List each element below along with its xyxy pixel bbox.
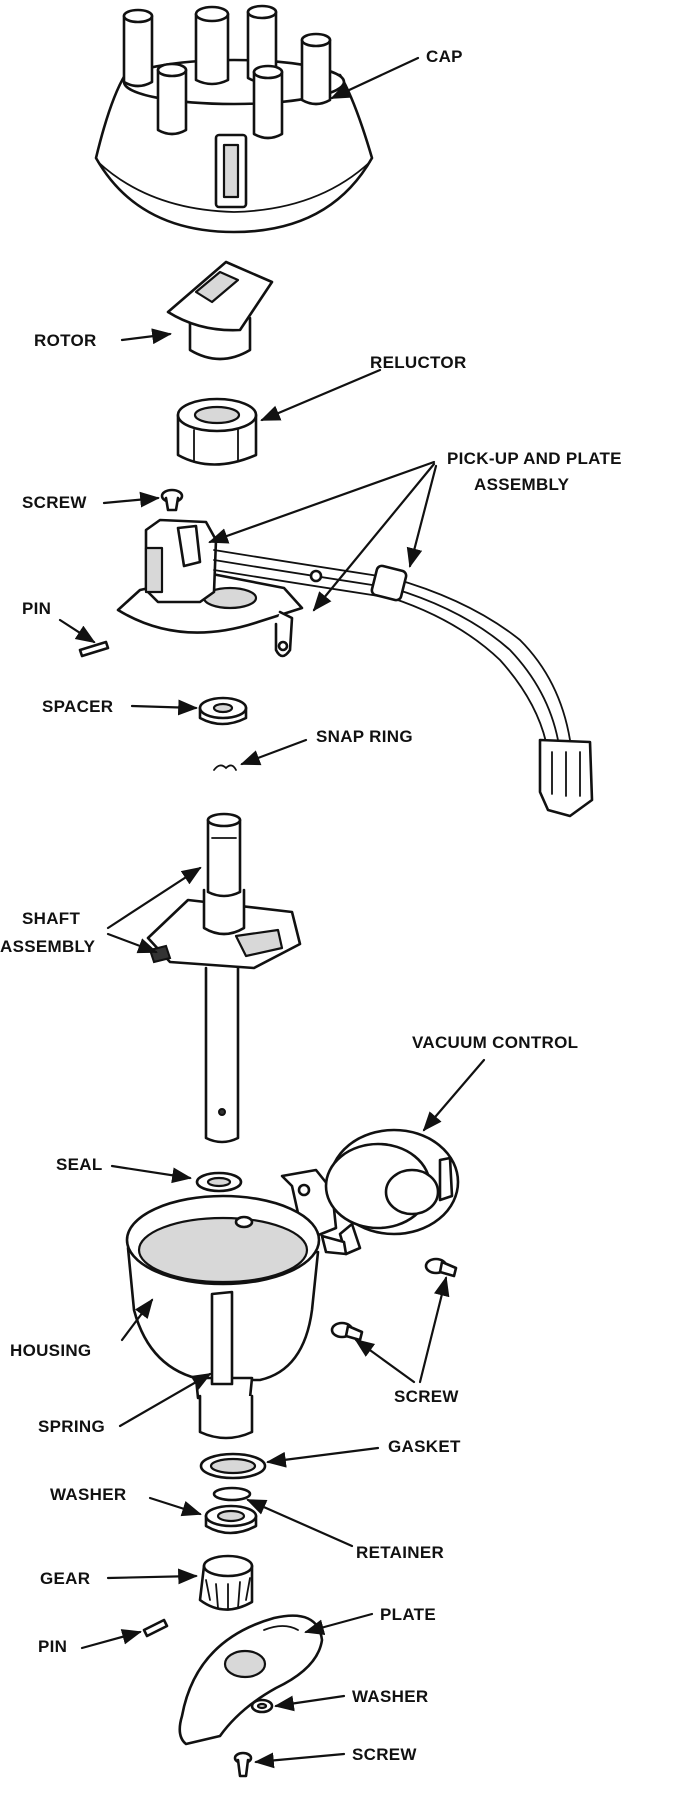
- plate-leader: [304, 1612, 374, 1635]
- rotor-leader: [120, 328, 172, 345]
- label-screw-bottom: SCREW: [352, 1745, 417, 1764]
- label-plate: PLATE: [380, 1605, 436, 1624]
- housing-leader: [120, 1298, 154, 1342]
- pickup-and-plate-assembly: [116, 518, 594, 818]
- label-seal: SEAL: [56, 1155, 103, 1174]
- screw-top-leader: [102, 491, 160, 508]
- pin-bottom: [142, 1618, 169, 1638]
- screw-bottom: [233, 1751, 253, 1778]
- spacer-leader: [130, 699, 198, 716]
- shaft-leader-2: [106, 932, 158, 954]
- label-gear: GEAR: [40, 1569, 90, 1588]
- vacuum-control: [280, 1128, 460, 1256]
- retainer-leader: [246, 1498, 354, 1548]
- screws-vacuum-mount: [330, 1257, 458, 1342]
- label-pickup-line1: PICK-UP AND PLATE: [447, 449, 622, 468]
- plate: [178, 1614, 324, 1746]
- cap-towers: [122, 4, 332, 140]
- label-spacer: SPACER: [42, 697, 113, 716]
- label-gasket: GASKET: [388, 1437, 461, 1456]
- pin-top-leader: [58, 618, 96, 644]
- gear-leader: [106, 1568, 198, 1585]
- label-retainer: RETAINER: [356, 1543, 444, 1562]
- pin-top: [78, 640, 110, 658]
- pickup-leader-1: [208, 460, 436, 544]
- washer-bottom-leader: [274, 1694, 346, 1712]
- washer-bottom: [250, 1698, 274, 1714]
- label-screw-top: SCREW: [22, 493, 87, 512]
- label-washer-top: WASHER: [50, 1485, 126, 1504]
- label-cap: CAP: [426, 47, 463, 66]
- screw-mid-leader-2: [354, 1338, 416, 1384]
- screw-mid-leader-1: [418, 1276, 450, 1384]
- washer-top-leader: [148, 1496, 202, 1517]
- label-housing: HOUSING: [10, 1341, 91, 1360]
- cap-leader: [330, 56, 420, 100]
- spacer: [198, 696, 248, 726]
- washer-top: [204, 1504, 258, 1535]
- label-vacuum-control: VACUUM CONTROL: [412, 1033, 578, 1052]
- vacuum-leader: [422, 1058, 486, 1132]
- shaft-leader-1: [106, 866, 202, 930]
- screw-bottom-leader: [254, 1752, 346, 1769]
- label-pin-top: PIN: [22, 599, 51, 618]
- snap-ring-leader: [240, 738, 308, 766]
- seal-leader: [110, 1164, 192, 1184]
- gear: [198, 1554, 254, 1611]
- label-pickup-line2: ASSEMBLY: [474, 475, 570, 494]
- housing: [125, 1194, 321, 1440]
- gasket-leader: [266, 1446, 380, 1468]
- label-snap-ring: SNAP RING: [316, 727, 413, 746]
- label-reluctor: RELUCTOR: [370, 353, 467, 372]
- retainer: [212, 1486, 252, 1502]
- rotor: [166, 260, 274, 361]
- pickup-leader-3: [406, 464, 438, 568]
- pin-bottom-leader: [80, 1629, 142, 1650]
- label-screw-mid: SCREW: [394, 1387, 459, 1406]
- label-spring: SPRING: [38, 1417, 105, 1436]
- seal: [195, 1171, 243, 1193]
- distributor-cap: [94, 4, 374, 234]
- snap-ring: [213, 764, 237, 771]
- label-pin-bottom: PIN: [38, 1637, 67, 1656]
- label-shaft-line2: ASSEMBLY: [0, 937, 96, 956]
- label-shaft-line1: SHAFT: [22, 909, 80, 928]
- label-rotor: ROTOR: [34, 331, 97, 350]
- label-washer-bottom: WASHER: [352, 1687, 428, 1706]
- pickup-leader-2: [312, 462, 436, 612]
- screw-small-top: [160, 488, 184, 512]
- reluctor: [176, 397, 258, 466]
- gasket: [199, 1452, 267, 1480]
- shaft-assembly: [146, 812, 302, 1144]
- reluctor-leader: [260, 368, 382, 422]
- spring-leader: [118, 1372, 212, 1428]
